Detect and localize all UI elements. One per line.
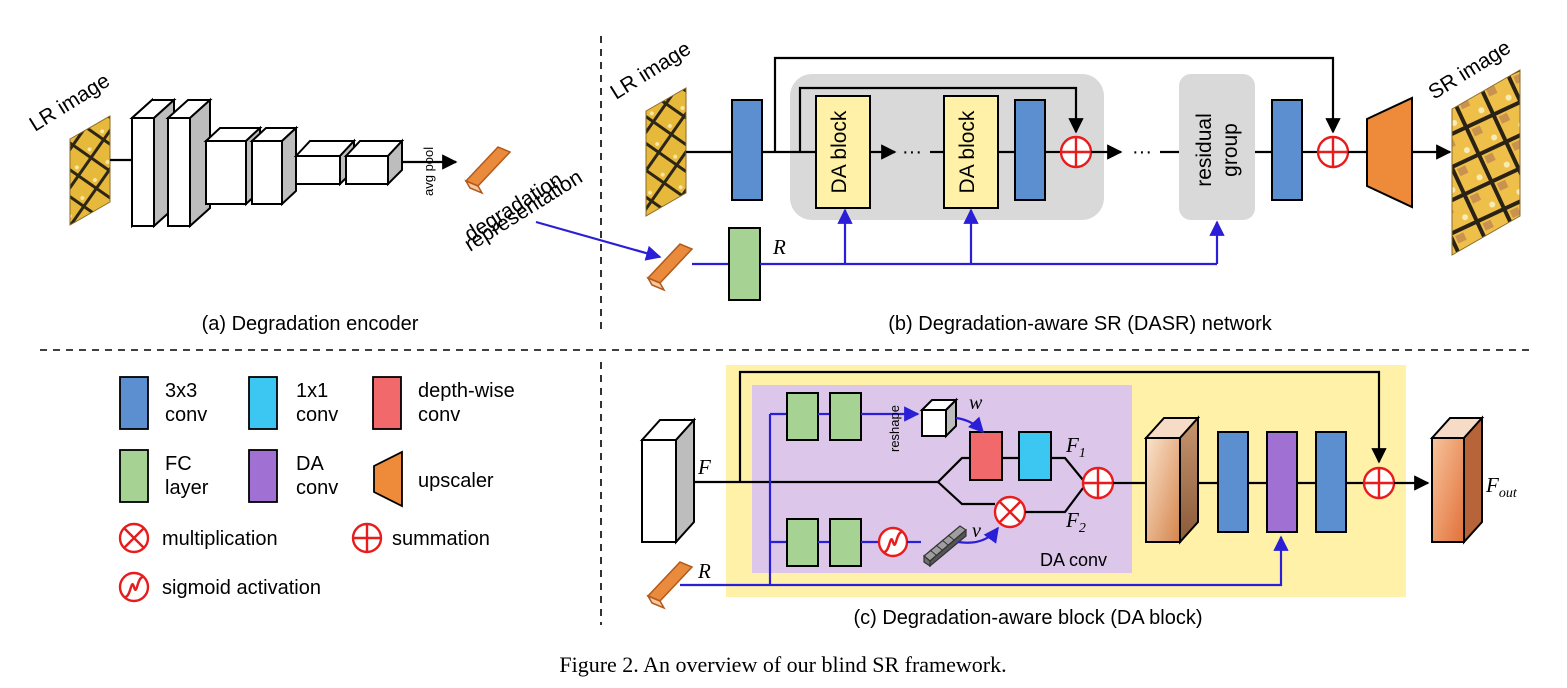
legend-conv3-line1: 3x3 bbox=[165, 380, 197, 402]
legend-conv1-line1: 1x1 bbox=[296, 380, 328, 402]
fc-layer-c-top-1 bbox=[786, 392, 819, 441]
da-block-1 bbox=[815, 95, 871, 209]
residual-group-box bbox=[1179, 74, 1255, 220]
multiplication-icon bbox=[118, 522, 150, 554]
sr-image bbox=[1451, 69, 1521, 256]
conv3x3-c-1 bbox=[1217, 431, 1249, 533]
da-conv-label: DA conv bbox=[1040, 550, 1107, 570]
legend-swatch-conv3 bbox=[119, 376, 149, 430]
fc-layer-c-top-2 bbox=[829, 392, 862, 441]
legend-summation: summation bbox=[392, 528, 490, 550]
panel-c-da-block: F F1 F2 bbox=[639, 365, 1518, 629]
intermediate-feature-block bbox=[1143, 415, 1201, 545]
multiplication-icon bbox=[993, 495, 1027, 529]
degradation-representation-bar bbox=[464, 146, 512, 195]
depthwise-conv bbox=[969, 431, 1003, 481]
fc-layer-c-bottom-2 bbox=[829, 518, 862, 567]
legend-conv3-line2: conv bbox=[165, 404, 207, 426]
da-block-2-label: DA block bbox=[956, 110, 979, 193]
fc-layer-c-bottom-1 bbox=[786, 518, 819, 567]
fc-layer-b bbox=[728, 227, 761, 301]
da-block-2 bbox=[943, 95, 999, 209]
summation-icon bbox=[1059, 135, 1093, 169]
degradation-representation-bar-c bbox=[646, 561, 694, 610]
sigmoid-icon bbox=[118, 571, 150, 603]
encoder-conv-block-2 bbox=[165, 97, 213, 229]
legend-daconv-line1: DA bbox=[296, 453, 324, 475]
kernel-cube bbox=[919, 397, 959, 439]
legend-daconv-line2: conv bbox=[296, 477, 338, 499]
legend-fc-line1: FC bbox=[165, 453, 192, 475]
legend-swatch-daconv bbox=[248, 449, 278, 503]
representation-flow-arrow bbox=[535, 220, 662, 261]
da-conv-c bbox=[1266, 431, 1298, 533]
conv3x3-body-tail bbox=[1271, 99, 1303, 201]
encoder-conv-block-4 bbox=[249, 125, 299, 207]
conv3x3-head bbox=[731, 99, 763, 201]
figure-caption: Figure 2. An overview of our blind SR fr… bbox=[559, 652, 1006, 677]
summation-icon bbox=[1362, 466, 1396, 500]
ellipsis-2: ··· bbox=[1132, 141, 1152, 163]
residual-group-label-line1: residual bbox=[1193, 113, 1216, 187]
rep-label-c: R bbox=[697, 559, 711, 583]
legend-conv1-line2: conv bbox=[296, 404, 338, 426]
avg-pool-label: avg pool bbox=[421, 147, 436, 196]
legend-swatch-depthwise bbox=[372, 376, 402, 430]
encoder-conv-block-6 bbox=[343, 138, 405, 187]
feature-in-block bbox=[639, 417, 697, 545]
degradation-representation-bar-b bbox=[646, 243, 694, 292]
f1-label: F1 bbox=[1065, 433, 1086, 461]
feature-out-block bbox=[1429, 415, 1485, 545]
legend-multiplication: multiplication bbox=[162, 528, 278, 550]
panel-b-dasr-network: LR image residual group DA block ··· DA … bbox=[606, 36, 1521, 335]
legend-swatch-conv1 bbox=[248, 376, 278, 430]
legend-upscaler: upscaler bbox=[418, 470, 494, 492]
summation-icon bbox=[1316, 135, 1350, 169]
conv3x3-c-2 bbox=[1315, 431, 1347, 533]
caption-panel-c: (c) Degradation-aware block (DA block) bbox=[853, 607, 1202, 629]
legend: 3x3 conv 1x1 conv depth-wise conv FC lay… bbox=[118, 376, 515, 603]
legend-fc-line2: layer bbox=[165, 477, 209, 499]
sigmoid-icon bbox=[877, 526, 909, 558]
summation-icon bbox=[1081, 466, 1115, 500]
legend-sigmoid: sigmoid activation bbox=[162, 577, 321, 599]
upscaler-block bbox=[1366, 96, 1413, 209]
lr-image-a bbox=[69, 115, 111, 226]
legend-depthwise-line1: depth-wise bbox=[418, 380, 515, 402]
legend-swatch-upscaler bbox=[373, 450, 403, 508]
conv3x3-group-tail bbox=[1014, 99, 1046, 201]
feature-in-label: F bbox=[697, 455, 711, 479]
legend-depthwise-line2: conv bbox=[418, 404, 460, 426]
panel-a-degradation-encoder: LR image bbox=[25, 69, 586, 335]
v-label: v bbox=[972, 520, 981, 542]
caption-panel-b: (b) Degradation-aware SR (DASR) network bbox=[888, 313, 1272, 335]
summation-icon bbox=[351, 522, 383, 554]
ellipsis-1: ··· bbox=[902, 141, 922, 163]
rep-label-b: R bbox=[772, 235, 786, 259]
f2-label: F2 bbox=[1065, 508, 1086, 536]
attention-vector bbox=[923, 525, 967, 568]
reshape-label: reshape bbox=[887, 405, 902, 452]
w-label: w bbox=[969, 392, 983, 414]
da-block-1-label: DA block bbox=[828, 110, 851, 193]
caption-panel-a: (a) Degradation encoder bbox=[202, 313, 419, 335]
feature-out-label: Fout bbox=[1485, 473, 1518, 501]
lr-image-b bbox=[645, 87, 687, 217]
conv1x1 bbox=[1018, 431, 1052, 481]
legend-swatch-fc bbox=[119, 449, 149, 503]
residual-group-label-line2: group bbox=[1219, 123, 1242, 177]
